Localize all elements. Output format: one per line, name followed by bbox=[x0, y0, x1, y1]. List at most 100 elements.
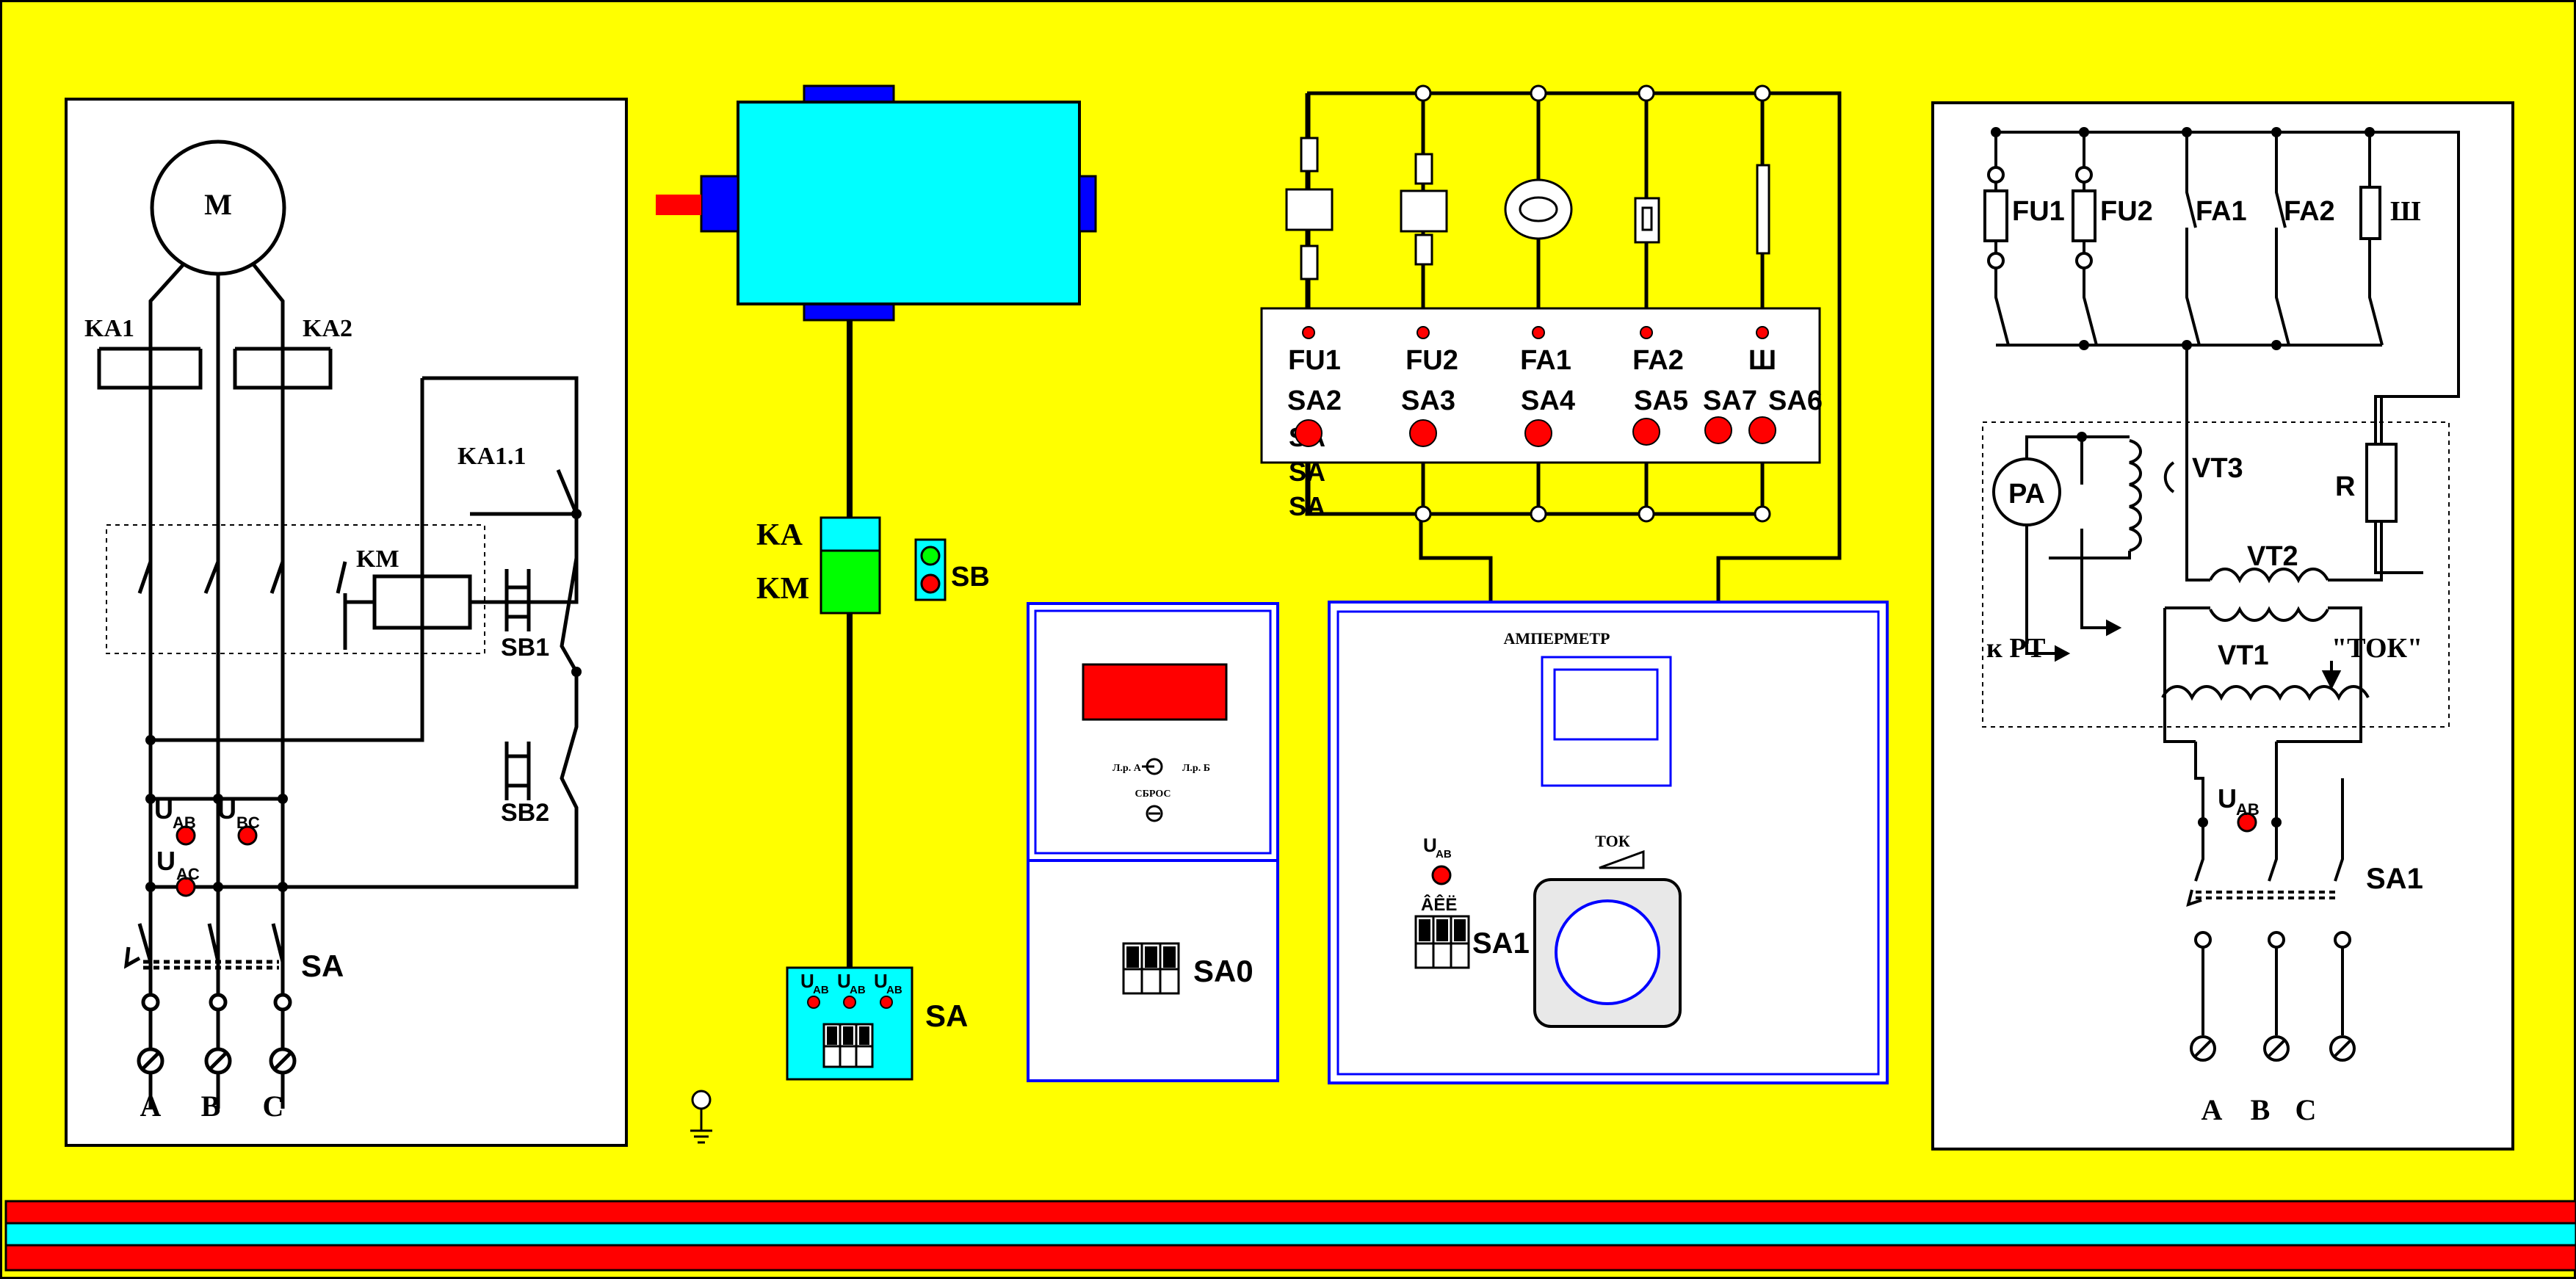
stripe-red-top bbox=[4, 1200, 2576, 1225]
reset-label: СБРОС bbox=[1135, 789, 1171, 800]
junction-dot bbox=[571, 667, 582, 677]
rs-sa1-label: SA1 bbox=[2366, 863, 2423, 895]
bus-node bbox=[1414, 84, 1432, 102]
label-sa2: SA2 bbox=[1287, 385, 1342, 416]
sa5-button[interactable] bbox=[1632, 418, 1660, 446]
sa1-breaker[interactable] bbox=[1414, 915, 1470, 969]
rs-sa1-handle bbox=[2186, 889, 2202, 907]
ubc-jack[interactable] bbox=[237, 825, 258, 846]
rs-tok-arrow bbox=[2321, 670, 2342, 690]
bus-node bbox=[1530, 84, 1547, 102]
label-sa7: SA7 bbox=[1703, 385, 1757, 416]
switch-right-label: Л.р. Б bbox=[1182, 763, 1210, 774]
sa-uab-jack-3[interactable] bbox=[880, 996, 893, 1009]
rs-junction-dot bbox=[2182, 127, 2192, 137]
ka1-label: KA1 bbox=[84, 315, 134, 342]
rs-sa1-poles bbox=[2194, 822, 2344, 882]
ammeter-title: АМПЕРМЕТР bbox=[1503, 629, 1610, 648]
rs-junction-dot bbox=[2271, 340, 2282, 350]
ka-module bbox=[820, 516, 881, 552]
rs-sa1-link bbox=[2196, 891, 2335, 899]
contactor-block bbox=[106, 524, 485, 654]
reset-button[interactable] bbox=[1146, 805, 1163, 822]
ammeter-sa1-label: SA1 bbox=[1472, 927, 1530, 960]
rs-sa1-terminal-b bbox=[2268, 931, 2285, 949]
sa2-button[interactable] bbox=[1295, 419, 1323, 447]
sa3-button[interactable] bbox=[1409, 419, 1437, 447]
rs-vt1-winding bbox=[2161, 685, 2370, 701]
label-sh: Ш bbox=[1748, 345, 1776, 376]
relay-ka1-coil bbox=[97, 347, 151, 390]
mode-switch-knob[interactable] bbox=[1142, 758, 1163, 775]
fu2-bottom-cap bbox=[1414, 233, 1433, 266]
rs-fu2-fuse bbox=[2072, 189, 2096, 242]
control-box-upper bbox=[1034, 609, 1272, 855]
rs-phase-leads bbox=[2201, 947, 2344, 1035]
sa-uab-jack-2[interactable] bbox=[843, 996, 856, 1009]
rs-switch-row bbox=[1994, 228, 2384, 346]
uac-sub: AC bbox=[176, 865, 200, 883]
rs-junction-dot bbox=[2198, 817, 2208, 827]
sa-breaker[interactable] bbox=[822, 1023, 874, 1068]
bus-node bbox=[1530, 505, 1547, 523]
tok-label: ТОК bbox=[1595, 832, 1629, 850]
sb1-label: SB1 bbox=[501, 634, 549, 662]
rs-fa2-label: FA2 bbox=[2284, 196, 2335, 227]
rs-uab-jack[interactable] bbox=[2237, 812, 2257, 833]
sa0-breaker[interactable] bbox=[1122, 942, 1180, 995]
sa6-button[interactable] bbox=[1748, 416, 1776, 444]
ubc-label: U bbox=[217, 794, 236, 825]
ammeter-box: АМПЕРМЕТР U AB ÂÊË SA1 ТОК bbox=[1328, 601, 1889, 1084]
ammeter-box-inner bbox=[1336, 610, 1880, 1076]
rs-junction-dot bbox=[1991, 127, 2001, 137]
sb-start-button[interactable] bbox=[920, 546, 941, 566]
rs-measurement-block bbox=[1982, 421, 2450, 728]
motor-unit: KA KM SB U AB U AB U AB SA bbox=[656, 84, 1097, 1144]
left-labels: M KA1 KA2 KA1.1 KM SB1 SB2 U AB U BC U A… bbox=[84, 188, 549, 1123]
ammeter-gauge-window bbox=[1553, 668, 1659, 741]
sa4-button[interactable] bbox=[1524, 419, 1552, 447]
label-sa4: SA4 bbox=[1521, 385, 1575, 416]
fa1-led bbox=[1532, 326, 1545, 339]
right-labels: FU1 FU2 FA1 FA2 Ш PA VT3 R VT2 VT1 к РТ … bbox=[1986, 196, 2423, 1126]
label-fu2: FU2 bbox=[1405, 345, 1458, 376]
motor-top-cap bbox=[803, 84, 895, 104]
sa7-button[interactable] bbox=[1704, 416, 1732, 444]
fu1-led bbox=[1302, 326, 1315, 339]
rs-pa-lead bbox=[2025, 435, 2083, 485]
rs-r-leads bbox=[2328, 396, 2383, 581]
switch-left-label: Л.р. А bbox=[1112, 763, 1142, 774]
junction-dot bbox=[213, 882, 223, 892]
rs-phase-c-label: C bbox=[2295, 1093, 2317, 1126]
rs-sh-shunt bbox=[2359, 186, 2381, 240]
sb-stop-button[interactable] bbox=[920, 573, 941, 594]
sa-label: SA bbox=[301, 949, 344, 983]
current-regulator-knob[interactable] bbox=[1555, 899, 1660, 1005]
junction-dot bbox=[278, 882, 288, 892]
label-fa1: FA1 bbox=[1520, 345, 1571, 376]
ammeter-u-sub: AB bbox=[1436, 848, 1452, 860]
rs-fu2-label: FU2 bbox=[2100, 196, 2153, 227]
rs-sa1-terminal-c bbox=[2334, 931, 2351, 949]
phase-c-label: C bbox=[263, 1090, 284, 1123]
rs-top-drops bbox=[1994, 132, 2371, 170]
ground-icon bbox=[690, 1090, 712, 1144]
rs-krt-arrows bbox=[2055, 619, 2122, 662]
relay-ka1-coil-right bbox=[151, 347, 203, 390]
uab-jack[interactable] bbox=[176, 825, 196, 846]
ammeter-uab-jack[interactable] bbox=[1431, 865, 1452, 885]
rs-fuse-leads bbox=[1994, 182, 2085, 253]
uac-jack[interactable] bbox=[176, 877, 196, 897]
label-sa6: SA6 bbox=[1768, 385, 1823, 416]
sb2-symbol bbox=[504, 742, 531, 800]
ammeter-u-label: U bbox=[1423, 834, 1437, 856]
rs-fu2-top-node bbox=[2075, 166, 2093, 184]
rs-top-bus bbox=[1996, 131, 2460, 574]
fa1-inner bbox=[1519, 196, 1558, 222]
stripe-red-bottom bbox=[4, 1244, 2576, 1272]
sa-uab-jack-1[interactable] bbox=[807, 996, 820, 1009]
rs-junction-dot bbox=[2271, 817, 2282, 827]
sa-switch-poles bbox=[137, 923, 285, 963]
motor-right-cap bbox=[1078, 175, 1097, 233]
motor-lead-a bbox=[148, 263, 185, 1109]
